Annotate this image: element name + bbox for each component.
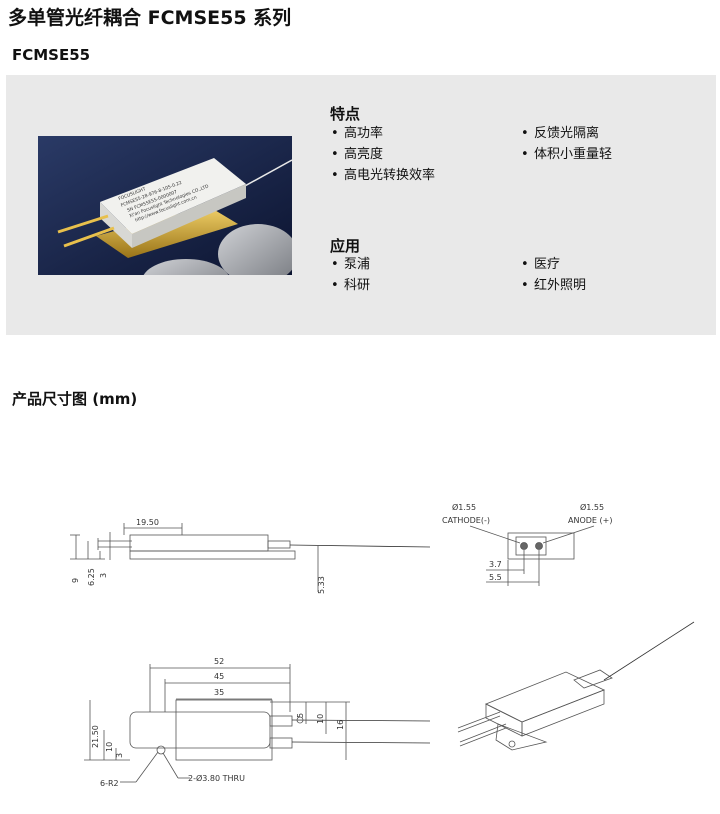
side-dim-625: 6.25 xyxy=(87,568,96,586)
end-view: Ø1.55 CATHODE(-) Ø1.55 ANODE (+) 3.7 5.5 xyxy=(442,502,612,586)
coin-icon xyxy=(218,224,292,275)
features-list-right: 反馈光隔离 体积小重量轻 xyxy=(520,123,612,165)
top-dim-45: 45 xyxy=(214,672,224,681)
anode-label: ANODE (+) xyxy=(568,516,612,525)
application-item: 医疗 xyxy=(520,254,586,275)
anode-diameter-label: Ø1.55 xyxy=(580,502,604,512)
application-item: 红外照明 xyxy=(520,275,586,296)
applications-heading: 应用 xyxy=(330,237,361,255)
through-holes-label: 2-Ø3.80 THRU xyxy=(188,773,245,783)
cathode-label: CATHODE(-) xyxy=(442,516,490,525)
side-dim-3: 3 xyxy=(99,573,108,578)
feature-item: 高亮度 xyxy=(330,144,435,165)
top-dim-16: 16 xyxy=(336,720,345,730)
dimension-drawing: 19.50 9 6.25 3 5.33 Ø1.55 CATHODE(-) Ø1.… xyxy=(70,502,695,788)
info-panel: FOCUSLIGHT FCMSE55-28-976-8-105-0.22 SN … xyxy=(6,75,716,335)
side-dim-9: 9 xyxy=(71,578,80,583)
top-dim-52: 52 xyxy=(214,657,224,666)
isometric-view xyxy=(457,621,695,751)
application-item: 科研 xyxy=(330,275,370,296)
features-heading: 特点 xyxy=(330,105,361,123)
feature-item: 高功率 xyxy=(330,123,435,144)
feature-item: 高电光转换效率 xyxy=(330,165,435,186)
page-title: 多单管光纤耦合 FCMSE55 系列 xyxy=(8,7,292,29)
application-item: 泵浦 xyxy=(330,254,370,275)
corner-radius-label: 6-R2 xyxy=(100,779,119,788)
product-photo: FOCUSLIGHT FCMSE55-28-976-8-105-0.22 SN … xyxy=(38,136,292,275)
top-dim-10: 10 xyxy=(105,742,114,752)
end-dim-55: 5.5 xyxy=(489,573,502,582)
feature-item: 体积小重量轻 xyxy=(520,144,612,165)
top-dim-5: 5 xyxy=(296,713,305,718)
model-title: FCMSE55 xyxy=(12,46,91,64)
dimensions-heading: 产品尺寸图 (mm) xyxy=(12,390,138,408)
side-dim-1950: 19.50 xyxy=(136,518,159,527)
side-view: 19.50 9 6.25 3 5.33 xyxy=(70,518,431,594)
applications-list-left: 泵浦 科研 xyxy=(330,254,370,296)
applications-list-right: 医疗 红外照明 xyxy=(520,254,586,296)
feature-item: 反馈光隔离 xyxy=(520,123,612,144)
side-dim-533: 5.33 xyxy=(317,576,326,594)
features-list-left: 高功率 高亮度 高电光转换效率 xyxy=(330,123,435,186)
end-dim-37: 3.7 xyxy=(489,560,502,569)
coin-icon xyxy=(143,259,229,275)
top-view: 52 45 35 21.50 10 3 5 10 16 6-R2 2-Ø3.80… xyxy=(84,657,431,788)
top-dim-2150: 21.50 xyxy=(91,725,100,748)
top-dim-10-right: 10 xyxy=(316,714,325,724)
top-dim-35: 35 xyxy=(214,688,224,697)
top-dim-3: 3 xyxy=(115,753,124,758)
cathode-diameter-label: Ø1.55 xyxy=(452,502,476,512)
